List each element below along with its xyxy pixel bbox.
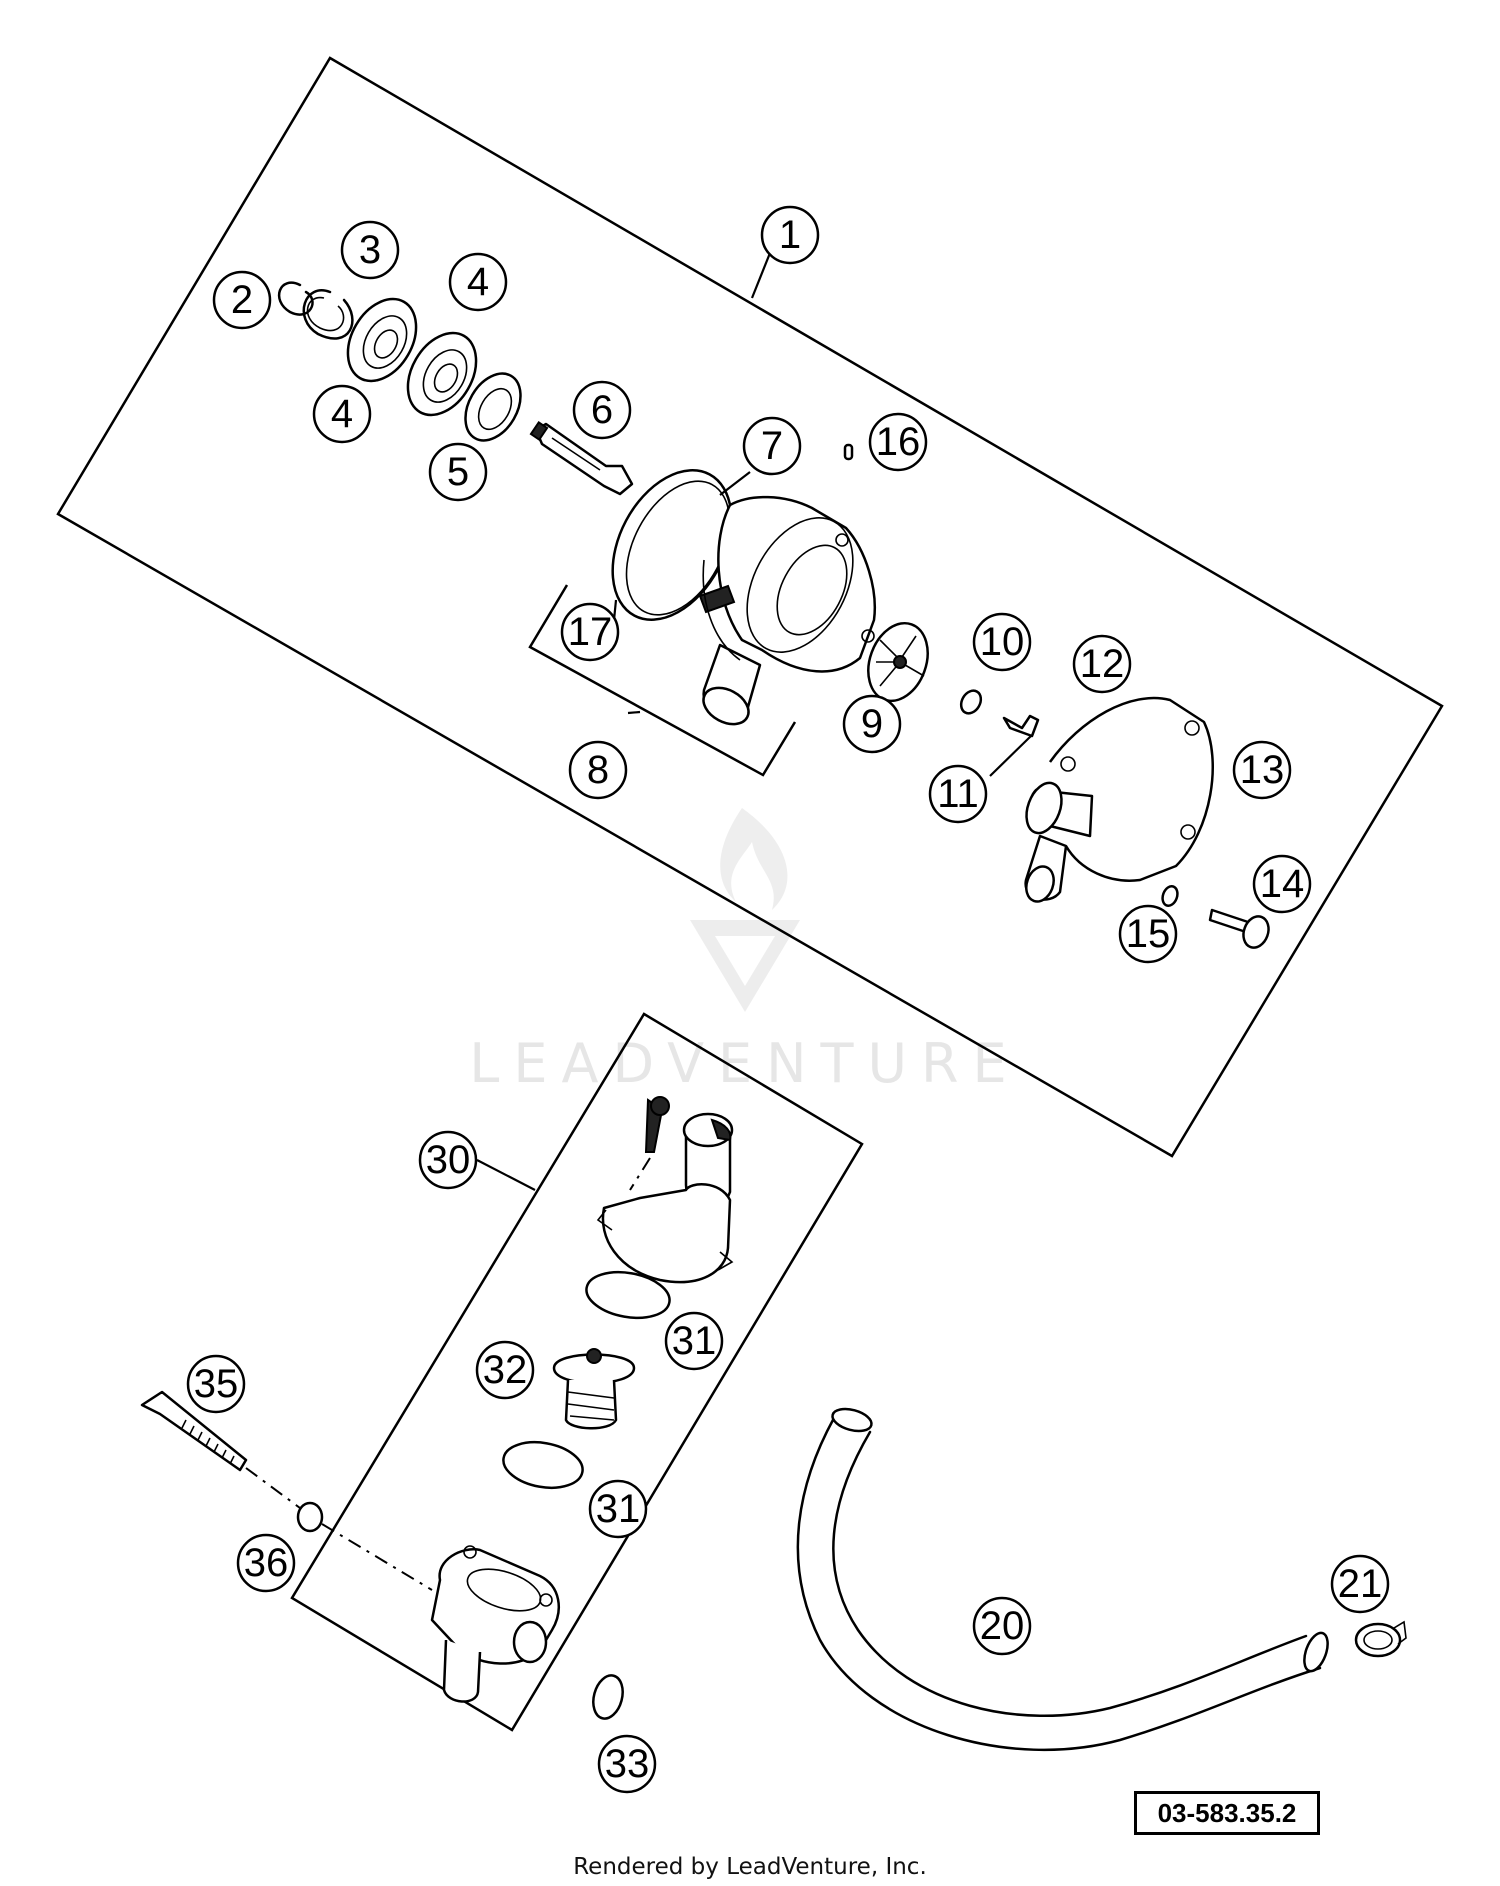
hose-clamp-part [1354,1620,1407,1658]
svg-text:7: 7 [761,424,783,468]
svg-text:10: 10 [980,620,1025,664]
svg-text:30: 30 [426,1138,471,1182]
callout-17: 17 [560,602,620,662]
thermostat-cover-part [596,1096,734,1284]
svg-text:1: 1 [779,213,801,257]
callout-8: 8 [568,740,628,800]
callout-33: 33 [597,1734,657,1794]
callout-4-left: 4 [312,384,372,444]
callout-12: 12 [1072,634,1132,694]
callout-31-upper: 31 [664,1311,724,1371]
callout-16: 16 [868,412,928,472]
callout-15: 15 [1118,904,1178,964]
svg-text:14: 14 [1260,862,1305,906]
callout-6: 6 [572,380,632,440]
o-ring-33-part [592,1674,624,1720]
svg-text:21: 21 [1338,1562,1383,1606]
bearing-part [346,297,478,417]
callout-11: 11 [928,764,988,824]
screw-part [1002,714,1040,738]
o-ring-lower-part [502,1440,584,1490]
footer-credit: Rendered by LeadVenture, Inc. [573,1854,927,1880]
callout-14: 14 [1252,854,1312,914]
svg-text:33: 33 [605,1742,650,1786]
bolt-part [1208,908,1270,949]
callout-31-lower: 31 [588,1479,648,1539]
svg-text:11: 11 [937,772,979,816]
callout-1: 1 [760,205,820,265]
svg-text:17: 17 [568,610,613,654]
svg-text:31: 31 [672,1319,717,1363]
callout-13: 13 [1232,740,1292,800]
reference-code-label: 03-583.35.2 [1134,1791,1320,1835]
leader-lines [476,252,1033,1191]
svg-text:5: 5 [447,450,469,494]
watermark: LEADVENTURE [469,808,1020,1095]
callout-3: 3 [340,220,400,280]
impeller-part [867,621,929,703]
washer-36-part [296,1501,324,1533]
callout-21: 21 [1330,1554,1390,1614]
callout-30: 30 [418,1130,478,1190]
long-bolt-part [140,1390,301,1509]
washer-part [959,689,983,715]
svg-text:8: 8 [587,748,609,792]
svg-text:20: 20 [980,1604,1025,1648]
svg-text:3: 3 [359,228,381,272]
callout-5: 5 [428,442,488,502]
svg-text:32: 32 [483,1348,528,1392]
svg-text:35: 35 [194,1362,239,1406]
svg-text:4: 4 [331,392,353,436]
pump-kit-frame [56,56,1444,1158]
callout-20: 20 [972,1596,1032,1656]
watermark-text: LEADVENTURE [469,1032,1020,1095]
seal-part [464,372,522,442]
callout-36: 36 [236,1533,296,1593]
svg-text:6: 6 [591,388,613,432]
svg-text:36: 36 [244,1541,289,1585]
svg-text:12: 12 [1080,642,1125,686]
thermostat-part [552,1348,636,1430]
svg-text:15: 15 [1126,912,1171,956]
callout-32: 32 [475,1340,535,1400]
svg-text:4: 4 [467,260,489,304]
hose-part [796,1407,1329,1752]
svg-text:13: 13 [1240,748,1285,792]
o-ring-upper-part [585,1270,671,1320]
shaft-part [529,421,634,496]
svg-text:16: 16 [876,420,921,464]
pin-part [843,443,854,461]
callout-7: 7 [742,416,802,476]
circlip-part [278,281,354,340]
housing-bracket [528,584,797,777]
svg-text:31: 31 [596,1487,641,1531]
svg-text:9: 9 [861,702,883,746]
thermostat-kit-frame [290,1012,864,1732]
callout-10: 10 [972,612,1032,672]
callout-4-right: 4 [448,252,508,312]
pump-housing-part [698,495,876,726]
pump-cover-part [1024,696,1214,903]
o-ring-part [1161,885,1179,907]
svg-text:2: 2 [231,278,253,322]
callout-9: 9 [842,694,902,754]
thermostat-housing-part [430,1545,560,1703]
callout-35: 35 [186,1354,246,1414]
callout-2: 2 [212,270,272,330]
callouts: 1 2 3 4 4 5 6 7 8 9 10 11 12 13 14 15 16… [186,205,1390,1794]
